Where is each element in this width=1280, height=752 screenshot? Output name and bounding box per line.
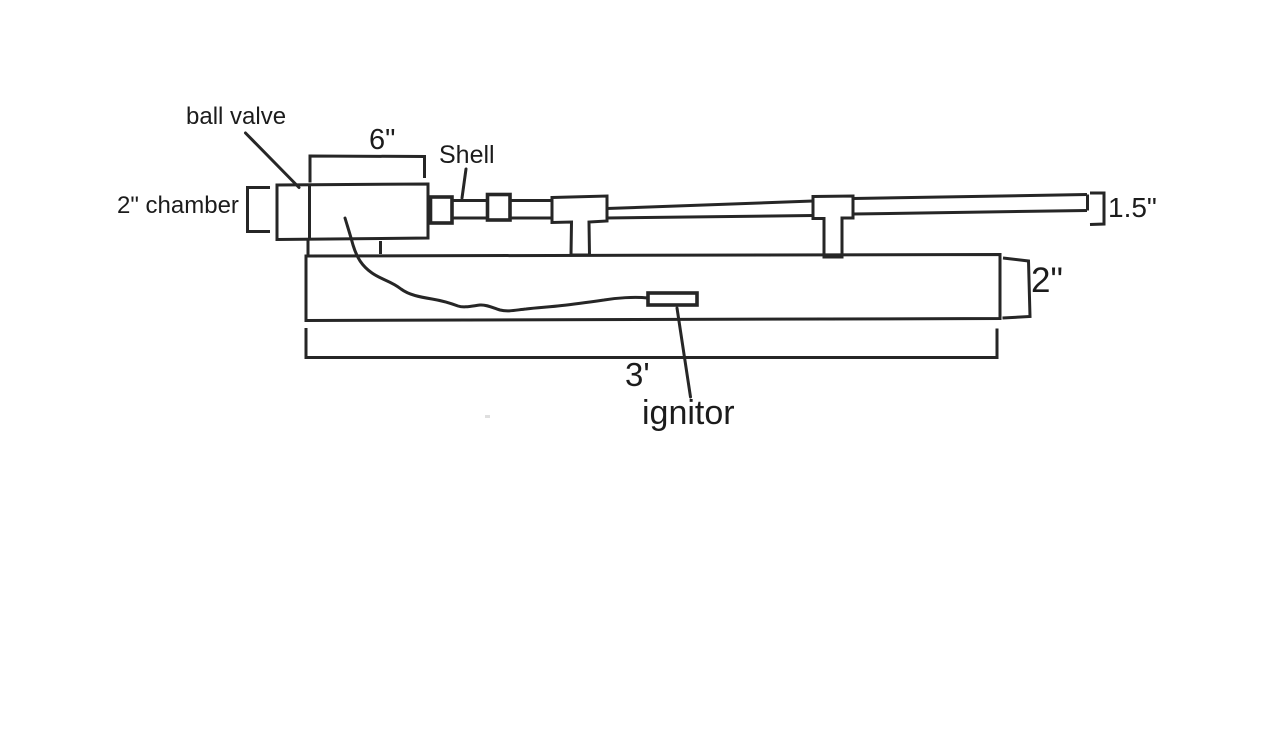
mid-pipe-bottom bbox=[606, 214, 814, 220]
chamber-label: 2" chamber bbox=[117, 192, 239, 219]
end-pipe-bottom bbox=[852, 209, 1088, 216]
barrel-length-label: 3' bbox=[625, 356, 650, 393]
tee-fitting-1 bbox=[550, 194, 609, 257]
stray-speck bbox=[485, 415, 490, 418]
ball-valve-leader-line bbox=[244, 131, 301, 189]
end-pipe-top bbox=[852, 193, 1088, 200]
six-inch-dim-bracket bbox=[308, 154, 426, 183]
ignitor-wire bbox=[343, 216, 650, 313]
muzzle-diameter-label: 1.5" bbox=[1108, 192, 1157, 223]
mid-pipe-top bbox=[606, 199, 814, 210]
barrel-diameter-label: 2" bbox=[1031, 261, 1063, 300]
ignitor-leader-line bbox=[675, 306, 692, 399]
coupling-fitting bbox=[485, 192, 512, 222]
coupling-fitting bbox=[428, 195, 454, 225]
chamber-outline bbox=[275, 182, 430, 242]
ignitor-box bbox=[646, 291, 699, 307]
barrel-dim-bracket bbox=[1002, 256, 1032, 320]
chamber-length-label: 6" bbox=[369, 124, 396, 156]
muzzle-dim-bracket bbox=[1089, 191, 1106, 226]
ball-valve-label: ball valve bbox=[186, 103, 287, 130]
barrel-outline bbox=[304, 252, 1002, 323]
tee-fitting-2 bbox=[811, 194, 855, 259]
chamber-dim-bracket bbox=[246, 186, 270, 233]
length-dim-bracket bbox=[304, 328, 999, 359]
shell-label: Shell bbox=[439, 141, 495, 169]
ignitor-label: ignitor bbox=[642, 394, 735, 432]
shell-leader-line bbox=[460, 167, 468, 200]
